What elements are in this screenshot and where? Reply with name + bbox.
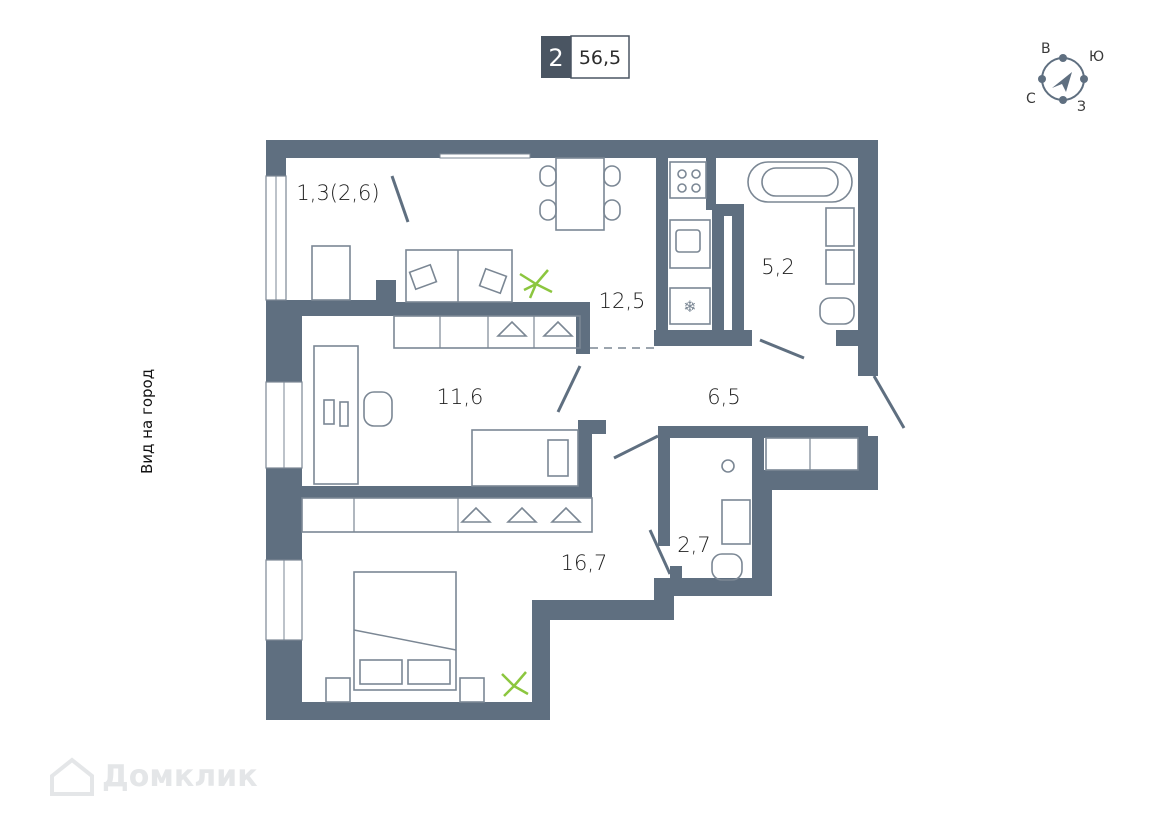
loggia-chair-icon bbox=[311, 245, 351, 301]
loggia-door bbox=[390, 175, 410, 223]
shower-icon bbox=[721, 459, 735, 473]
house-logo-icon bbox=[50, 757, 94, 796]
room-label-study: 11,6 bbox=[437, 385, 484, 409]
wc-sink-icon bbox=[721, 499, 751, 545]
bathroom-sink-icon bbox=[825, 207, 855, 247]
rooms-count: 2 bbox=[548, 44, 563, 72]
furniture: ❄ bbox=[301, 157, 859, 703]
room-label-wc: 2,7 bbox=[677, 533, 710, 557]
apartment-badge: 2 56,5 bbox=[541, 35, 630, 79]
double-bed-icon bbox=[353, 571, 457, 691]
nightstand-right-icon bbox=[459, 677, 485, 703]
doors bbox=[390, 175, 906, 575]
hall-wardrobe-icon bbox=[765, 437, 859, 471]
plant-icon bbox=[519, 269, 553, 299]
room-label-bedroom: 16,7 bbox=[561, 551, 608, 575]
watermark-text: Домклик bbox=[102, 759, 258, 794]
sofa-icon bbox=[405, 249, 513, 303]
washing-machine-icon bbox=[825, 249, 855, 285]
dining-table-icon bbox=[555, 157, 605, 231]
single-bed-icon bbox=[471, 429, 579, 487]
plant-bedroom-icon bbox=[501, 671, 529, 697]
room-label-loggia: 1,3(2,6) bbox=[296, 181, 379, 205]
watermark: Домклик bbox=[50, 757, 258, 796]
room-label-kitchen-living: 12,5 bbox=[599, 289, 646, 313]
compass-letter-v: В bbox=[1041, 41, 1051, 57]
wardrobe-study-icon bbox=[393, 315, 581, 349]
compass-letter-s: С bbox=[1026, 91, 1036, 107]
fridge-icon bbox=[669, 287, 711, 325]
wardrobe-bedroom-icon bbox=[301, 497, 593, 533]
study-door bbox=[556, 365, 582, 413]
office-chair-icon bbox=[363, 391, 393, 427]
entrance-door bbox=[872, 375, 906, 429]
desk-icon bbox=[313, 345, 359, 485]
svg-text:❄: ❄ bbox=[683, 297, 696, 316]
rooms-count-box bbox=[541, 36, 571, 78]
total-area: 56,5 bbox=[579, 47, 621, 69]
hall-door bbox=[613, 434, 659, 460]
bathroom-door bbox=[759, 338, 805, 360]
room-label-bathroom: 5,2 bbox=[761, 255, 794, 279]
bathroom-toilet-icon bbox=[819, 297, 855, 325]
bathtub-icon bbox=[747, 161, 853, 203]
view-label: Вид на город bbox=[138, 369, 156, 474]
walls bbox=[266, 140, 878, 720]
compass-letter-z: З bbox=[1077, 99, 1086, 115]
wc-door bbox=[648, 529, 672, 575]
kitchen-sink-icon bbox=[669, 219, 711, 269]
nightstand-left-icon bbox=[325, 677, 351, 703]
stove-icon bbox=[669, 161, 707, 199]
windows bbox=[265, 153, 531, 641]
compass-icon: В Ю С З bbox=[1026, 41, 1104, 115]
wc-toilet-icon bbox=[711, 553, 743, 581]
area-box bbox=[570, 35, 630, 79]
room-label-hall: 6,5 bbox=[707, 385, 740, 409]
compass-letter-yu: Ю bbox=[1089, 49, 1104, 65]
